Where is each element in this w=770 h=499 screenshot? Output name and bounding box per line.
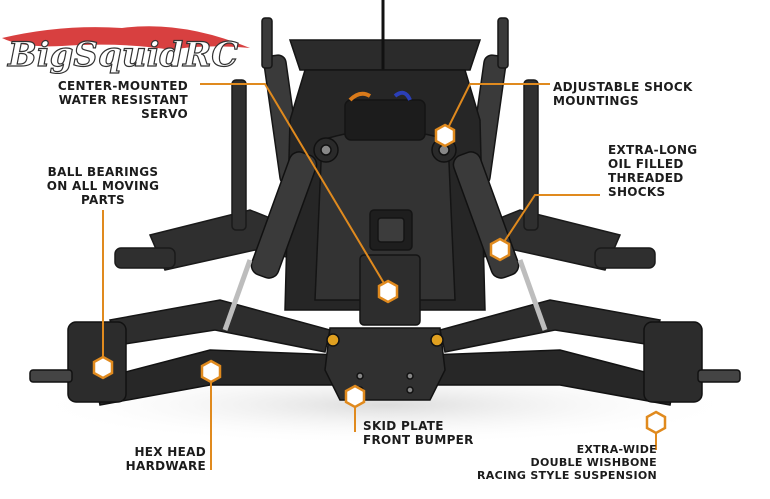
hex-marker-shocks <box>489 237 511 262</box>
label-shock-mount: ADJUSTABLE SHOCK MOUNTINGS <box>553 80 693 108</box>
front-upper-arms <box>109 299 661 353</box>
callout-lines <box>102 83 657 470</box>
hex-marker-suspension <box>645 410 667 435</box>
logo-text: BigSquidRC <box>7 35 238 74</box>
skid-plate <box>324 327 446 401</box>
label-suspension: EXTRA-WIDE DOUBLE WISHBONE RACING STYLE … <box>477 443 657 482</box>
hex-marker-skid <box>344 384 366 409</box>
callout-line-servo <box>200 83 389 291</box>
label-servo: CENTER-MOUNTED WATER RESISTANT SERVO <box>57 79 188 121</box>
hex-marker-bearings <box>92 355 114 380</box>
label-bearings: BALL BEARINGS ON ALL MOVING PARTS <box>46 165 160 207</box>
label-shocks: EXTRA-LONG OIL FILLED THREADED SHOCKS <box>608 143 698 199</box>
hex-marker-servo <box>377 279 399 304</box>
label-skid-plate: SKID PLATE FRONT BUMPER <box>363 419 474 447</box>
hex-marker-shock-mount <box>434 123 456 148</box>
squid-graphic <box>2 26 250 50</box>
callout-line-shocks <box>499 194 600 249</box>
callout-line-shock-mount <box>444 83 550 135</box>
bigsquidrc-logo: BigSquidRC <box>2 26 250 74</box>
hex-markers <box>92 123 667 435</box>
label-hex-hardware: HEX HEAD HARDWARE <box>125 445 206 473</box>
shock-tower <box>288 39 482 71</box>
hex-marker-hex <box>200 359 222 384</box>
